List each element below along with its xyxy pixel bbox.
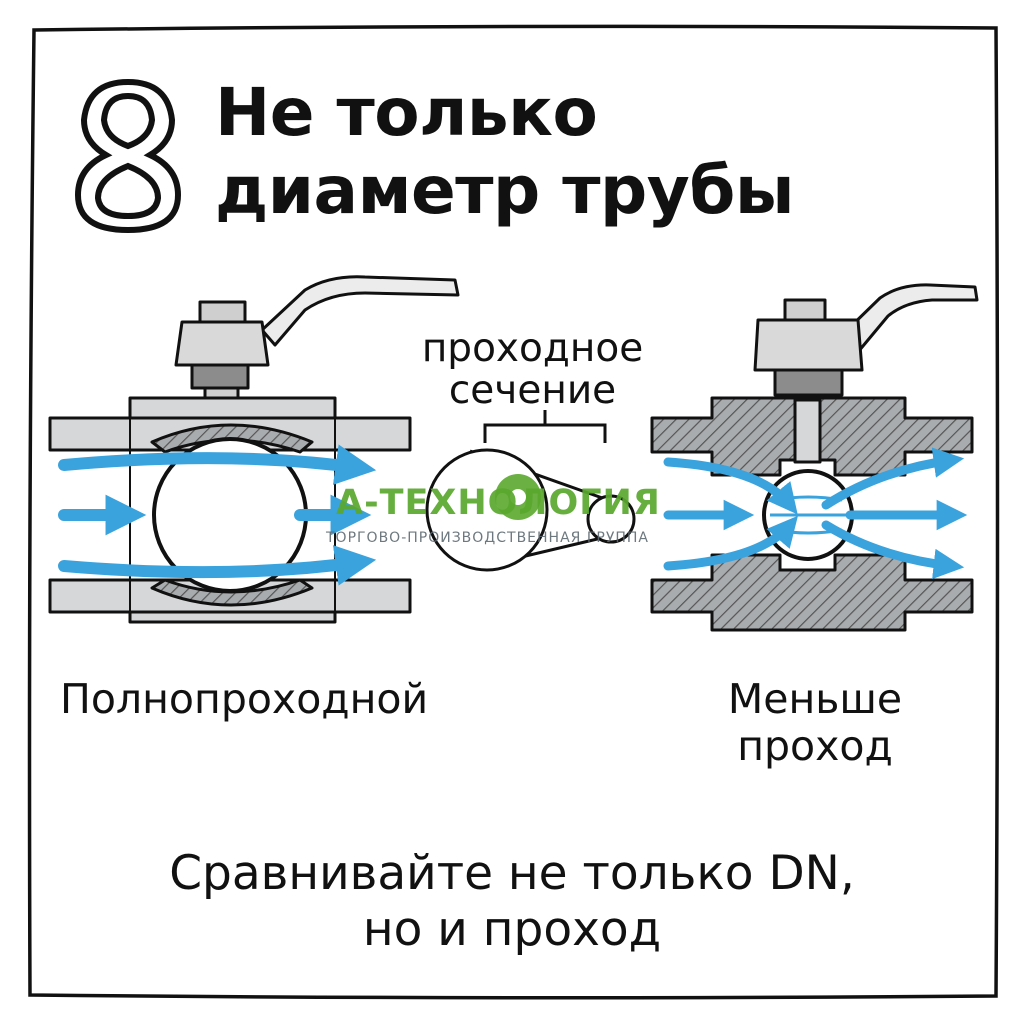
left-flow-arrows xyxy=(58,444,377,586)
footer-line-2: но и проход xyxy=(362,902,662,957)
section-bracket xyxy=(483,423,607,443)
section-label: проходное сечение xyxy=(400,326,665,414)
right-handle-lever xyxy=(840,283,979,354)
small-bore-circle xyxy=(586,494,636,544)
reduced-bore-valve xyxy=(650,283,979,632)
right-valve-caption: Меньше проход xyxy=(700,675,930,771)
watermark-subtitle: ТОРГОВО-ПРОИЗВОДСТВЕННАЯ ГРУППА xyxy=(326,530,649,546)
watermark-logo-icon xyxy=(495,474,541,520)
footer-line-1: Сравнивайте не только DN, xyxy=(169,846,855,901)
section-label-line-1: проходное xyxy=(421,326,644,371)
left-valve-caption: Полнопроходной xyxy=(60,675,429,723)
full-bore-valve xyxy=(48,275,460,624)
title-line-2: диаметр трубы xyxy=(215,152,795,229)
card-frame xyxy=(27,24,1000,1000)
badge-number-shape xyxy=(74,78,182,234)
right-body-lower xyxy=(650,553,974,632)
left-handle-lever xyxy=(260,275,460,347)
right-valve-caption-line-1: Меньше xyxy=(727,675,903,723)
badge-number: 8 xyxy=(0,0,1,1)
watermark-brand: А-ТЕХНОЛОГИЯ xyxy=(336,483,661,523)
right-valve-caption-line-2: проход xyxy=(737,722,893,771)
section-label-line-2: сечение xyxy=(448,368,617,414)
title-line-1: Не только xyxy=(215,74,598,151)
